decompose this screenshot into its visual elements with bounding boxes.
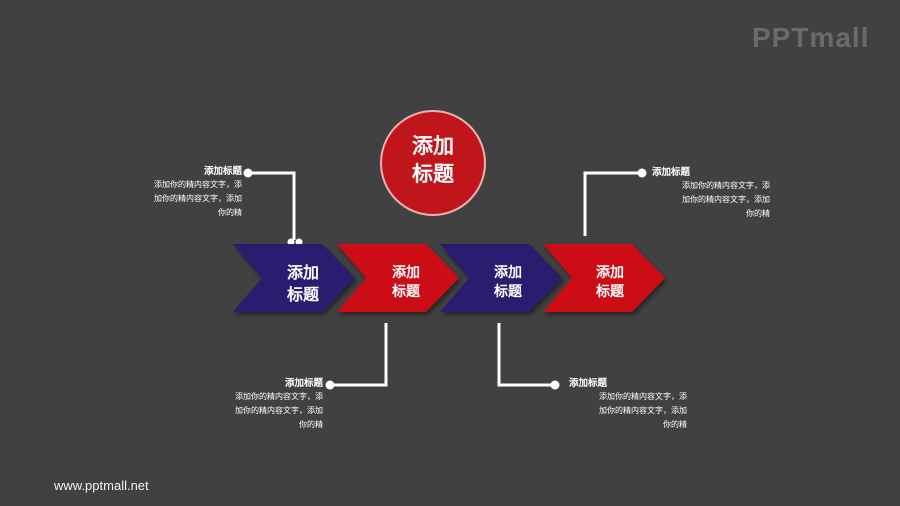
chevron-3 xyxy=(440,244,562,312)
note-top-left[interactable]: 添加标题 添加你的精内容文字，添 加你的精内容文字，添加 你的精 xyxy=(154,166,242,217)
footer-url[interactable]: www.pptmall.net xyxy=(54,478,149,493)
circle-shape xyxy=(380,110,486,216)
center-title-circle[interactable]: 添加 标题 xyxy=(380,110,490,216)
circle-title: 添加 标题 xyxy=(412,134,454,186)
chevron-2 xyxy=(337,244,459,312)
chevron-1-label[interactable]: 添加 标题 xyxy=(286,263,319,304)
chevron-4 xyxy=(543,244,665,312)
chevron-1 xyxy=(233,244,355,312)
connector-lines xyxy=(248,171,642,387)
chevron-3-label[interactable]: 添加 标题 xyxy=(494,265,522,300)
note-top-right[interactable]: 添加标题 添加你的精内容文字，添 加你的精内容文字，添加 你的精 xyxy=(652,167,770,218)
note-bottom-right[interactable]: 添加标题 添加你的精内容文字，添 加你的精内容文字，添加 你的精 xyxy=(569,378,687,429)
chevron-4-label[interactable]: 添加 标题 xyxy=(596,265,624,300)
chevron-2-label[interactable]: 添加 标题 xyxy=(392,265,420,300)
connector-dots xyxy=(243,168,647,390)
pptmall-logo: PPTmall xyxy=(752,22,870,53)
note-bottom-left[interactable]: 添加标题 添加你的精内容文字，添 加你的精内容文字，添加 你的精 xyxy=(235,378,323,429)
